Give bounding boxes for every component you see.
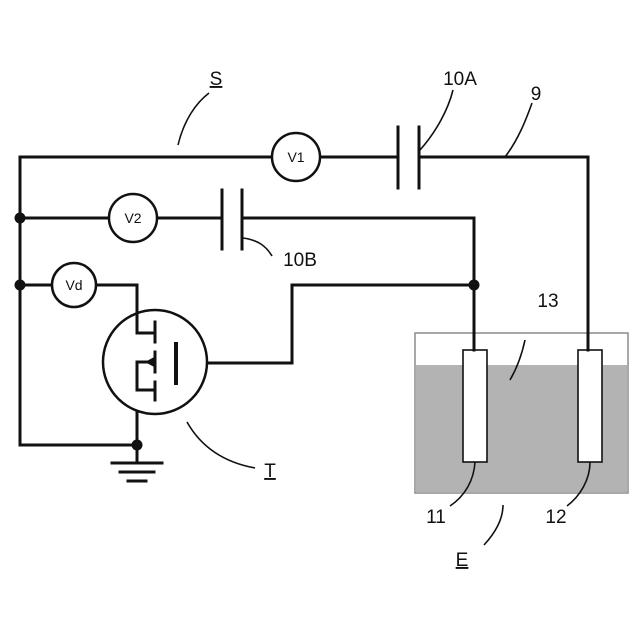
meter-v1-label: V1 (287, 149, 304, 165)
meter-vd-label: Vd (65, 277, 82, 293)
label-t: T (264, 461, 276, 482)
transistor (103, 285, 207, 414)
ground-symbol (112, 463, 162, 481)
leader-10a (420, 90, 453, 150)
transistor-branch (20, 285, 474, 462)
label-10b: 10B (283, 250, 317, 271)
leader-10b (243, 238, 272, 256)
leader-t (187, 422, 255, 468)
junction-dot (469, 280, 480, 291)
leader-s (178, 93, 209, 145)
junctions (15, 213, 480, 451)
label-10a: 10A (443, 69, 477, 90)
label-e: E (456, 550, 469, 571)
junction-dot (15, 280, 26, 291)
label-12: 12 (545, 507, 566, 528)
meter-v1: V1 (272, 133, 320, 181)
leader-9 (505, 103, 532, 157)
electrode-11 (463, 350, 487, 462)
meter-v2-label: V2 (124, 210, 141, 226)
label-9: 9 (531, 84, 542, 105)
label-11: 11 (426, 507, 446, 528)
electrolytic-tank (415, 333, 628, 493)
meter-vd: Vd (52, 263, 96, 307)
leader-e (484, 505, 503, 545)
electrode-12 (578, 350, 602, 462)
label-s: S (210, 69, 223, 90)
top-wire-right (419, 157, 588, 350)
label-13: 13 (537, 291, 558, 312)
junction-dot (15, 213, 26, 224)
junction-dot (132, 440, 143, 451)
meter-v2: V2 (109, 194, 157, 242)
